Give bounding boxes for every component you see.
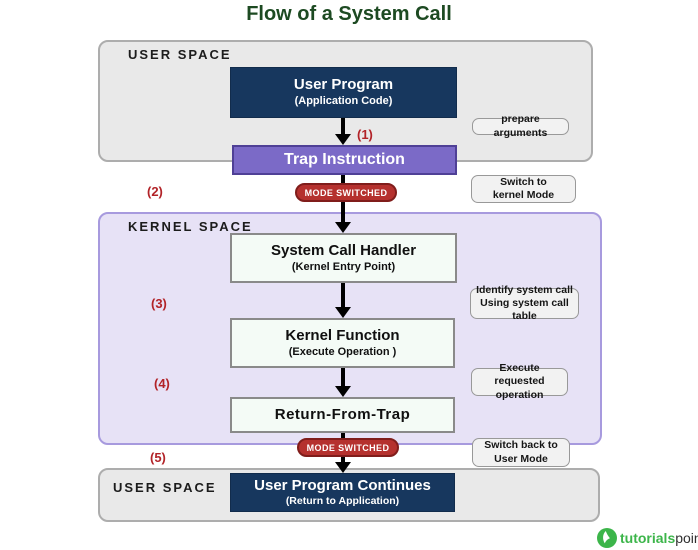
annotation-switch-back-to-user-mode: Switch back to User Mode: [472, 438, 570, 467]
annotation-prepare-arguments: prepare arguments: [472, 113, 569, 139]
step-number-2: (2): [147, 184, 163, 199]
mode-switched-badge-bottom: MODE SWITCHED: [297, 438, 399, 457]
kernel-space-label: KERNEL SPACE: [128, 219, 253, 234]
annotation-execute-requested-operation: Execute requested operation: [471, 362, 568, 401]
user-program-continues-title: User Program Continues: [254, 476, 431, 494]
user-program-continues-node: User Program Continues (Return to Applic…: [230, 473, 455, 512]
mode-switched-badge-top: MODE SWITCHED: [295, 183, 397, 202]
return-from-trap-title: Return-From-Trap: [274, 405, 411, 423]
kernel-function-title: Kernel Function: [285, 326, 400, 344]
annotation-switch-to-kernel-mode: Switch to kernel Mode: [471, 175, 576, 203]
user-program-subtitle: (Application Code): [294, 95, 393, 107]
system-call-handler-node: System Call Handler (Kernel Entry Point): [230, 233, 457, 283]
kernel-function-subtitle: (Execute Operation ): [288, 345, 397, 358]
user-program-node: User Program (Application Code): [230, 67, 457, 118]
kernel-function-node: Kernel Function (Execute Operation ): [230, 318, 455, 368]
annotation-identify-system-call: Identify system call Using system call t…: [470, 284, 579, 322]
arrow-down-icon: [335, 462, 351, 473]
annotation-line: Using system call table: [480, 296, 569, 323]
arrow-down-icon: [335, 386, 351, 397]
annotation-line: User Mode: [494, 452, 548, 465]
annotation-line: prepare arguments: [493, 113, 548, 139]
user-space-bottom-label: USER SPACE: [113, 480, 217, 495]
tutorialspoint-logo: tutorialspoint: [597, 528, 698, 548]
annotation-line: Identify system call: [476, 283, 573, 296]
trap-instruction-node: Trap Instruction: [232, 145, 457, 175]
annotation-line: Switch back to: [484, 439, 558, 452]
arrow-down-icon: [335, 307, 351, 318]
user-space-top-label: USER SPACE: [128, 47, 232, 62]
annotation-line: Execute requested: [494, 362, 545, 388]
flow-arrow-3: [341, 283, 345, 308]
step-number-5: (5): [150, 450, 166, 465]
step-number-1: (1): [357, 127, 373, 142]
return-from-trap-node: Return-From-Trap: [230, 397, 455, 433]
step-number-3: (3): [151, 296, 167, 311]
user-program-continues-subtitle: (Return to Application): [285, 495, 400, 508]
user-program-title: User Program: [293, 76, 394, 94]
flow-arrow-4: [341, 368, 345, 387]
system-call-handler-title: System Call Handler: [270, 241, 417, 259]
logo-text-primary: tutorials: [620, 530, 676, 546]
annotation-line: kernel Mode: [492, 189, 555, 201]
arrow-down-icon: [335, 134, 351, 145]
annotation-line: Switch to: [500, 175, 547, 188]
trap-instruction-title: Trap Instruction: [284, 151, 405, 168]
system-call-handler-subtitle: (Kernel Entry Point): [291, 260, 396, 273]
annotation-line: operation: [495, 388, 544, 401]
diagram-title: Flow of a System Call: [246, 3, 452, 25]
tutorialspoint-logo-icon: [597, 528, 617, 548]
step-number-4: (4): [154, 376, 170, 391]
flow-arrow-1: [341, 118, 345, 135]
logo-text-secondary: point: [675, 530, 698, 546]
arrow-down-icon: [335, 222, 351, 233]
